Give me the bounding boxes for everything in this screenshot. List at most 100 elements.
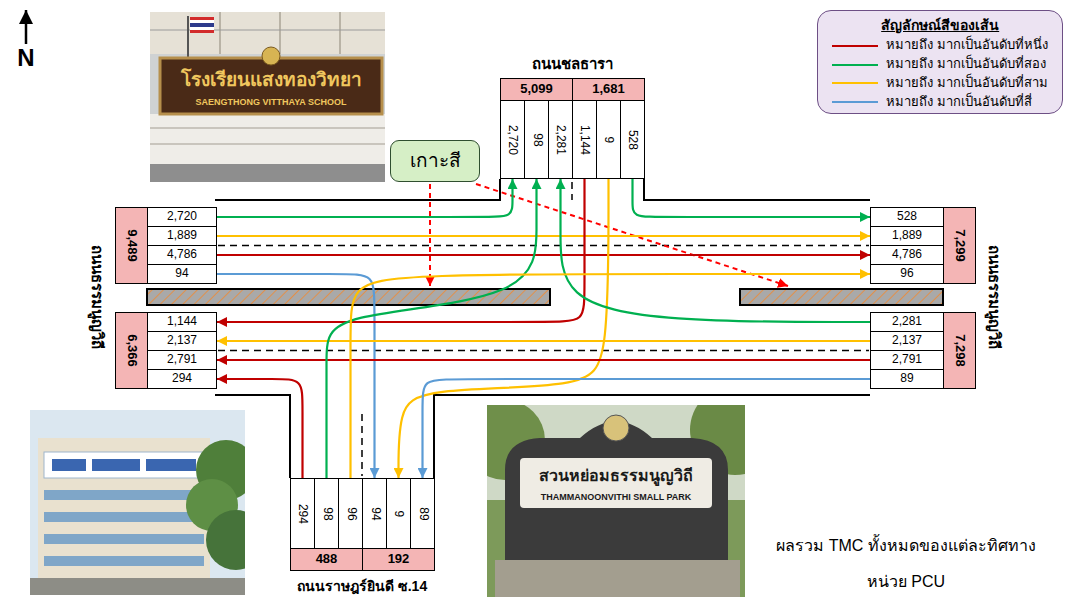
- count-value: 2,720: [167, 210, 197, 224]
- flow-arrow: [217, 254, 870, 256]
- count-value: 9: [392, 510, 406, 517]
- legend-title: สัญลักษณ์สีของเส้น: [881, 17, 999, 33]
- count-cell: 294: [290, 478, 315, 549]
- total-cell: 5,099: [500, 78, 573, 101]
- count-value: 1,144: [167, 315, 197, 329]
- count-cell: 1,889: [870, 226, 944, 246]
- count-value: 98: [320, 507, 334, 520]
- building-photo: [30, 410, 245, 595]
- count-value: 94: [175, 267, 188, 281]
- count-cell: 4,786: [870, 245, 944, 265]
- callout-text: เกาะสี: [410, 150, 461, 172]
- legend-text: หมายถึง มากเป็นอันดับที่สาม: [886, 76, 1048, 91]
- count-cell: 1,889: [147, 226, 217, 246]
- count-cell: 2,720: [147, 207, 217, 227]
- count-cell: 96: [870, 264, 944, 284]
- count-cell: 2,281: [548, 100, 573, 179]
- count-value: 4,786: [167, 248, 197, 262]
- count-value: 6,366: [124, 334, 139, 367]
- count-value: 7,299: [952, 229, 967, 262]
- sign-text: สวนหย่อมธรรมนูญวิถี: [539, 467, 693, 485]
- road-edge: [215, 179, 870, 478]
- count-value: 2,137: [167, 334, 197, 348]
- flow-arrow: [217, 379, 303, 478]
- count-cell: 96: [338, 478, 363, 549]
- count-cell: 9: [596, 100, 621, 179]
- flow-arrow: [217, 359, 870, 361]
- total-cell: 1,681: [572, 78, 645, 101]
- school-photo: [150, 12, 385, 182]
- park-photo: [487, 405, 745, 597]
- count-value: 2,281: [892, 315, 922, 329]
- count-value: 98: [530, 133, 544, 146]
- count-value: 2,791: [892, 353, 922, 367]
- legend-entry: หมายถึง มากเป็นอันดับที่สอง: [832, 57, 1046, 72]
- count-cell: 98: [314, 478, 339, 549]
- flow-arrow: [399, 179, 609, 478]
- count-value: 488: [316, 552, 338, 567]
- count-value: 294: [172, 372, 192, 386]
- count-value: 7,298: [952, 334, 967, 367]
- count-value: 2,281: [554, 124, 568, 154]
- count-cell: 2,791: [870, 350, 944, 370]
- count-value: 1,144: [578, 124, 592, 154]
- count-value: 528: [897, 210, 917, 224]
- count-cell: 89: [870, 369, 944, 389]
- count-value: 1,681: [592, 82, 625, 97]
- total-cell: 488: [290, 548, 363, 571]
- median-island: [740, 289, 943, 305]
- count-cell: 2,137: [147, 331, 217, 351]
- road-name: ถนนราษฎร์ยินดี ซ.14: [297, 578, 427, 594]
- road-name: ถนนชลธารา: [532, 55, 613, 72]
- count-cell: 2,137: [870, 331, 944, 351]
- count-cell: 1,144: [147, 312, 217, 332]
- flow-arrow: [327, 179, 537, 478]
- count-value: 94: [368, 507, 382, 520]
- legend-line-sample: [832, 45, 878, 47]
- count-value: 294: [296, 503, 310, 523]
- count-value: 1,889: [167, 229, 197, 243]
- flow-arrow: [217, 179, 513, 217]
- sign-text: โรงเรียนแสงทองวิทยา: [181, 69, 362, 91]
- total-cell: 9,489: [115, 207, 148, 284]
- total-cell: 6,366: [115, 312, 148, 389]
- count-value: 5,099: [520, 82, 553, 97]
- total-cell: 7,298: [943, 312, 976, 389]
- median-island: [147, 289, 550, 305]
- count-value: 9: [602, 136, 616, 143]
- count-value: 1,889: [892, 229, 922, 243]
- count-cell: 2,791: [147, 350, 217, 370]
- count-cell: 528: [620, 100, 645, 179]
- flow-arrow: [561, 179, 871, 322]
- count-value: 192: [388, 552, 410, 567]
- flow-arrow: [351, 274, 871, 478]
- count-cell: 94: [362, 478, 387, 549]
- count-value: 2,720: [506, 124, 520, 154]
- count-value: 528: [626, 129, 640, 149]
- road-name: ถนนธรรมนูญวิถี: [88, 245, 105, 349]
- count-cell: 9: [386, 478, 411, 549]
- count-cell: 89: [410, 478, 435, 549]
- total-cell: 192: [362, 548, 435, 571]
- legend-text: หมายถึง มากเป็นอันดับที่หนึ่ง: [886, 38, 1048, 53]
- legend-entry: หมายถึง มากเป็นอันดับที่สี่: [832, 95, 1032, 110]
- count-value: 9,489: [124, 229, 139, 262]
- count-cell: 528: [870, 207, 944, 227]
- count-value: 89: [416, 507, 430, 520]
- legend-entry: หมายถึง มากเป็นอันดับที่สาม: [832, 76, 1048, 91]
- legend-box: สัญลักษณ์สีของเส้นหมายถึง มากเป็นอันดับท…: [817, 10, 1063, 114]
- legend-text: หมายถึง มากเป็นอันดับที่สอง: [886, 57, 1046, 72]
- count-cell: 94: [147, 264, 217, 284]
- flow-arrow: [217, 235, 870, 237]
- callout-box: เกาะสี: [390, 140, 480, 182]
- legend-line-sample: [832, 101, 878, 103]
- legend-line-sample: [832, 64, 878, 66]
- count-value: 96: [900, 267, 913, 281]
- count-cell: 4,786: [147, 245, 217, 265]
- legend-text: หมายถึง มากเป็นอันดับที่สี่: [886, 95, 1032, 110]
- note-text: หน่วย PCU: [867, 573, 945, 591]
- count-value: 2,137: [892, 334, 922, 348]
- lane-divider: [218, 182, 869, 476]
- count-cell: 98: [524, 100, 549, 179]
